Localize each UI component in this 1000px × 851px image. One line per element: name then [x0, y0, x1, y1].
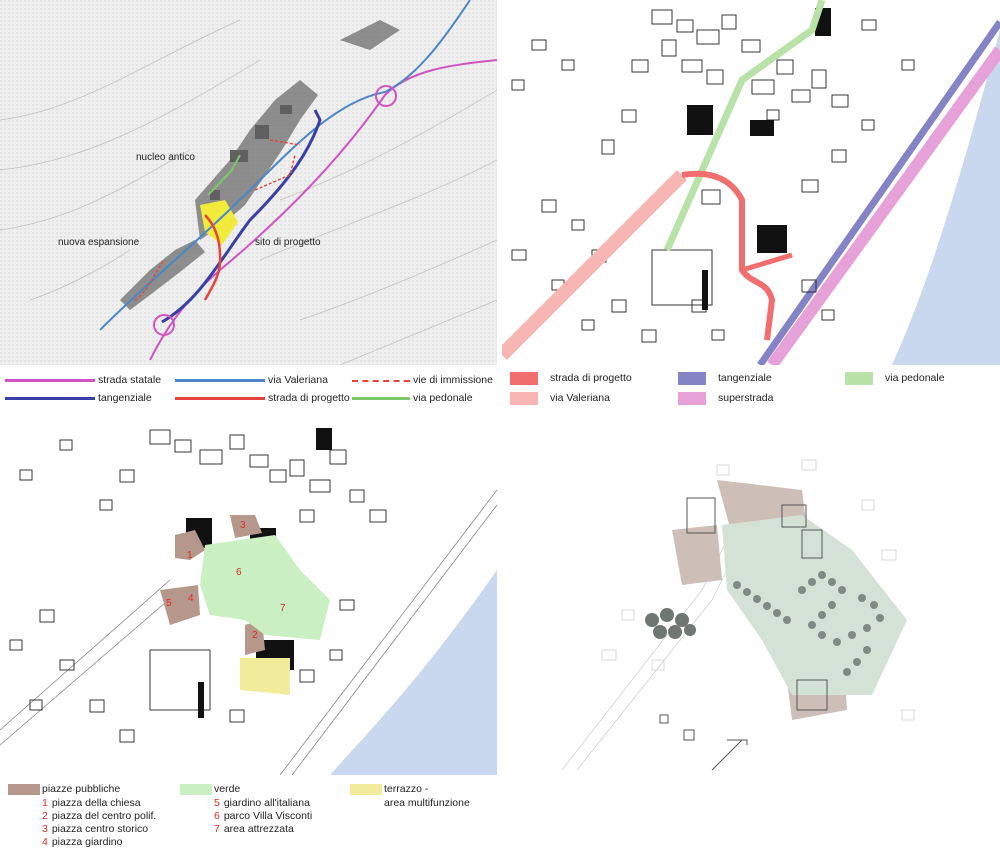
- legend-label-tangenziale: tangenziale: [98, 392, 152, 404]
- legend-title-terrazzo-2: area multifunzione: [384, 797, 470, 809]
- map-number-3: 3: [240, 520, 246, 531]
- public-spaces-graphic: [0, 428, 497, 775]
- legend-label-p2-via-valeriana: via Valeriana: [550, 392, 610, 404]
- legend-label-p2-strada-progetto: strada di progetto: [550, 372, 632, 384]
- legend-num-5: 5: [214, 797, 220, 809]
- legend-swatch-p2-strada-progetto: [510, 372, 538, 385]
- legend-label-p2-superstrada: superstrada: [718, 392, 774, 404]
- legend-swatch-p2-tangenziale: [678, 372, 706, 385]
- legend-label-verde-7: area attrezzata: [223, 823, 294, 835]
- legend-swatch-via-valeriana: [175, 379, 265, 382]
- legend-title-verde: verde: [214, 783, 241, 795]
- legend-label-verde-5: giardino all'italiana: [223, 797, 310, 809]
- map-label-nucleo: nucleo antico: [136, 152, 195, 163]
- road-network-panel: [502, 0, 1000, 365]
- legend-label-p2-tangenziale: tangenziale: [718, 372, 772, 384]
- legend-label-verde-6: parco Villa Visconti: [223, 810, 313, 822]
- legend-swatch-tangenziale: [5, 397, 95, 400]
- legend-swatch-strada-progetto: [175, 397, 265, 400]
- legend-swatch-verde: [180, 784, 212, 795]
- public-spaces-panel: 1 2 3 4 5 6 7: [0, 410, 497, 775]
- map-label-espansione: nuova espansione: [58, 237, 140, 248]
- legend-swatch-p2-via-valeriana: [510, 392, 538, 405]
- legend-swatch-p2-superstrada: [678, 392, 706, 405]
- legend-num-6: 6: [214, 810, 220, 822]
- legend-num-4: 4: [42, 836, 48, 848]
- legend-num-2: 2: [42, 810, 48, 822]
- map-number-4: 4: [188, 593, 194, 604]
- legend-swatch-p2-via-pedonale: [845, 372, 873, 385]
- legend-title-terrazzo-1: terrazzo -: [384, 783, 429, 795]
- legend-title-piazze: piazze pubbliche: [42, 783, 121, 795]
- masterplan-graphic: [561, 459, 915, 771]
- legend-num-7: 7: [214, 823, 220, 835]
- map-number-6: 6: [236, 567, 242, 578]
- legend-swatch-via-pedonale: [352, 397, 410, 400]
- legend-label-via-pedonale: via pedonale: [413, 392, 473, 404]
- road-network-graphic: [502, 0, 1000, 365]
- legend-swatch-terrazzo: [350, 784, 382, 795]
- legend-label-via-valeriana: via Valeriana: [268, 374, 328, 386]
- legend-label-strada-statale: strada statale: [98, 374, 162, 386]
- legend-label-p2-via-pedonale: via pedonale: [885, 372, 945, 384]
- legend-num-3: 3: [42, 823, 48, 835]
- map-number-5: 5: [166, 598, 172, 609]
- legend-swatch-piazze: [8, 784, 40, 795]
- map-number-1: 1: [187, 550, 193, 561]
- legend-swatch-vie-immissione: [352, 380, 410, 382]
- legend-label-vie-immissione: vie di immissione: [413, 374, 493, 386]
- legend-label-piazza-3: piazza centro storico: [51, 823, 149, 835]
- map-label-sito: sito di progetto: [255, 237, 321, 248]
- legend-label-piazza-4: piazza giardino: [51, 836, 123, 848]
- legend-label-piazza-1: piazza della chiesa: [51, 797, 141, 809]
- legend-num-1: 1: [42, 797, 48, 809]
- map-number-7: 7: [280, 603, 286, 614]
- territorial-map-panel: nucleo antico nuova espansione sito di p…: [0, 0, 497, 365]
- legend-label-strada-progetto: strada di progetto: [268, 392, 350, 404]
- territorial-map-graphic: [0, 0, 497, 365]
- legend-swatch-strada-statale: [5, 379, 95, 382]
- map-number-2: 2: [252, 630, 258, 641]
- masterplan-panel: [502, 410, 1000, 775]
- legend-label-piazza-2: piazza del centro polif.: [51, 810, 157, 822]
